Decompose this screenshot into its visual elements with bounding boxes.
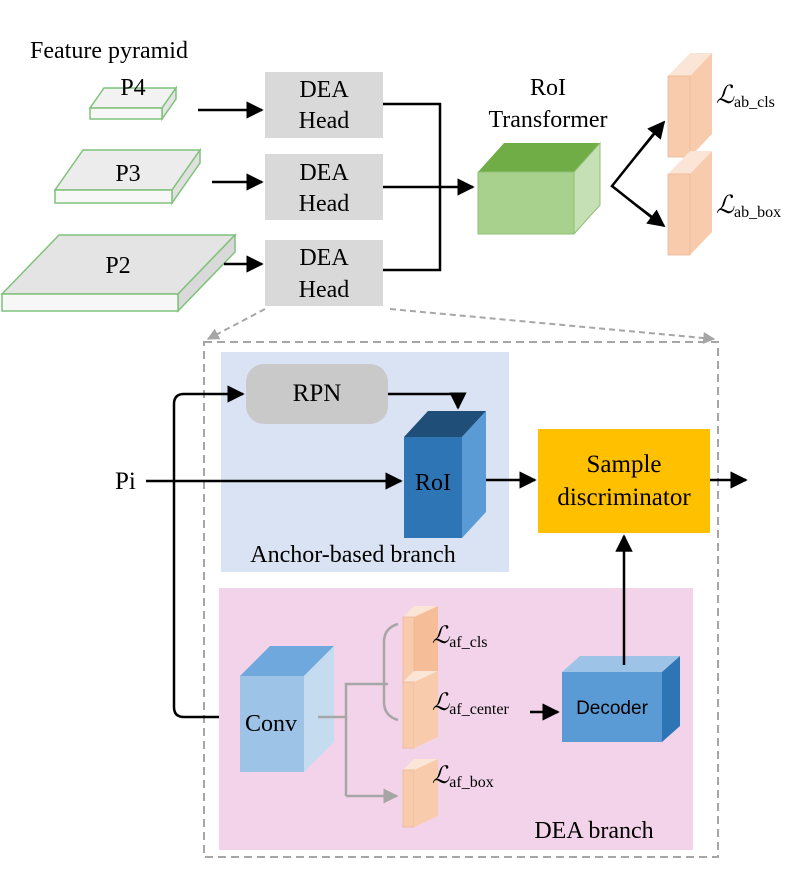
loss-ab-cls-subscript: ab_cls <box>734 94 775 111</box>
feature-pyramid-title: Feature pyramid <box>30 38 188 64</box>
dea-head-1-line2: Head <box>299 108 350 134</box>
pyramid-level-p3-label: P3 <box>115 161 140 187</box>
conv-cube: Conv <box>240 646 334 772</box>
arrow-pi-to-rpn <box>172 385 245 481</box>
loss-af-cls-slab <box>402 606 438 683</box>
loss-af-center-symbol: ℒ <box>432 690 450 716</box>
dea-head-detail-frame <box>203 341 719 858</box>
roi-transformer-cube <box>477 141 601 235</box>
fork-arrows <box>610 125 661 225</box>
loss-af-center-label: ℒaf_center <box>432 690 509 718</box>
roi-cube: RoI <box>404 411 486 538</box>
dea-head-3-line2: Head <box>299 277 350 303</box>
loss-ab-box-subscript: ab_box <box>734 204 781 221</box>
loss-af-cls-subscript: af_cls <box>449 634 487 651</box>
loss-af-box-label: ℒaf_box <box>432 763 494 791</box>
roi-transformer-label-line2: Transformer <box>488 107 607 133</box>
conv-label: Conv <box>245 711 297 737</box>
dea-head-2-line2: Head <box>299 191 350 217</box>
input-pi-label: Pi <box>115 468 136 495</box>
dea-head-2: DEA Head <box>265 154 383 220</box>
roi-label: RoI <box>415 470 451 496</box>
head-merge-connector <box>383 102 475 272</box>
loss-ab-cls-slab <box>667 53 712 158</box>
dea-head-3: DEA Head <box>265 240 383 306</box>
arrow-to-loss-ab-cls <box>635 120 666 157</box>
dea-head-1: DEA Head <box>265 72 383 138</box>
loss-af-box-subscript: af_box <box>449 774 493 791</box>
dea-head-3-line1: DEA <box>299 245 349 271</box>
decoder-label: Decoder <box>576 698 648 719</box>
pyramid-level-p2: P2 <box>0 233 237 313</box>
pyramid-level-p2-label: P2 <box>105 253 130 279</box>
anchor-based-branch-label: Anchor-based branch <box>250 542 455 568</box>
arrow-pi-to-conv <box>172 481 238 726</box>
arrow-to-loss-ab-box <box>635 204 666 228</box>
rpn-label: RPN <box>293 380 342 407</box>
dea-head-2-line1: DEA <box>299 160 349 186</box>
loss-af-center-slab <box>402 671 438 749</box>
loss-ab-box-slab <box>667 151 712 256</box>
sample-discriminator-line2: discriminator <box>557 484 691 511</box>
loss-af-box-slab <box>402 759 438 828</box>
loss-af-cls-symbol: ℒ <box>432 623 450 649</box>
arrow-rpn-to-roi <box>388 392 467 410</box>
sample-discriminator-box: Sample discriminator <box>538 429 710 533</box>
loss-ab-cls-symbol: ℒ <box>716 82 735 109</box>
loss-ab-box-label: ℒab_box <box>716 192 781 221</box>
pyramid-level-p4-label: P4 <box>120 75 145 101</box>
loss-af-center-subscript: af_center <box>449 701 509 718</box>
loss-ab-cls-label: ℒab_cls <box>716 82 775 111</box>
dea-branch-label: DEA branch <box>534 818 653 844</box>
rpn-box: RPN <box>246 364 388 424</box>
loss-af-box-symbol: ℒ <box>432 763 450 789</box>
roi-transformer-label-line1: RoI <box>530 75 566 101</box>
dea-head-1-line1: DEA <box>299 77 349 103</box>
zoom-line-left <box>206 308 266 340</box>
conv-to-loss-connectors <box>318 622 399 796</box>
loss-af-cls-label: ℒaf_cls <box>432 623 488 651</box>
loss-ab-box-symbol: ℒ <box>716 192 735 219</box>
pyramid-level-p4: P4 <box>88 75 178 122</box>
sample-discriminator-line1: Sample <box>587 451 662 478</box>
decoder-cube: Decoder <box>562 656 680 742</box>
pyramid-level-p3: P3 <box>53 147 202 206</box>
zoom-line-right <box>389 308 716 344</box>
